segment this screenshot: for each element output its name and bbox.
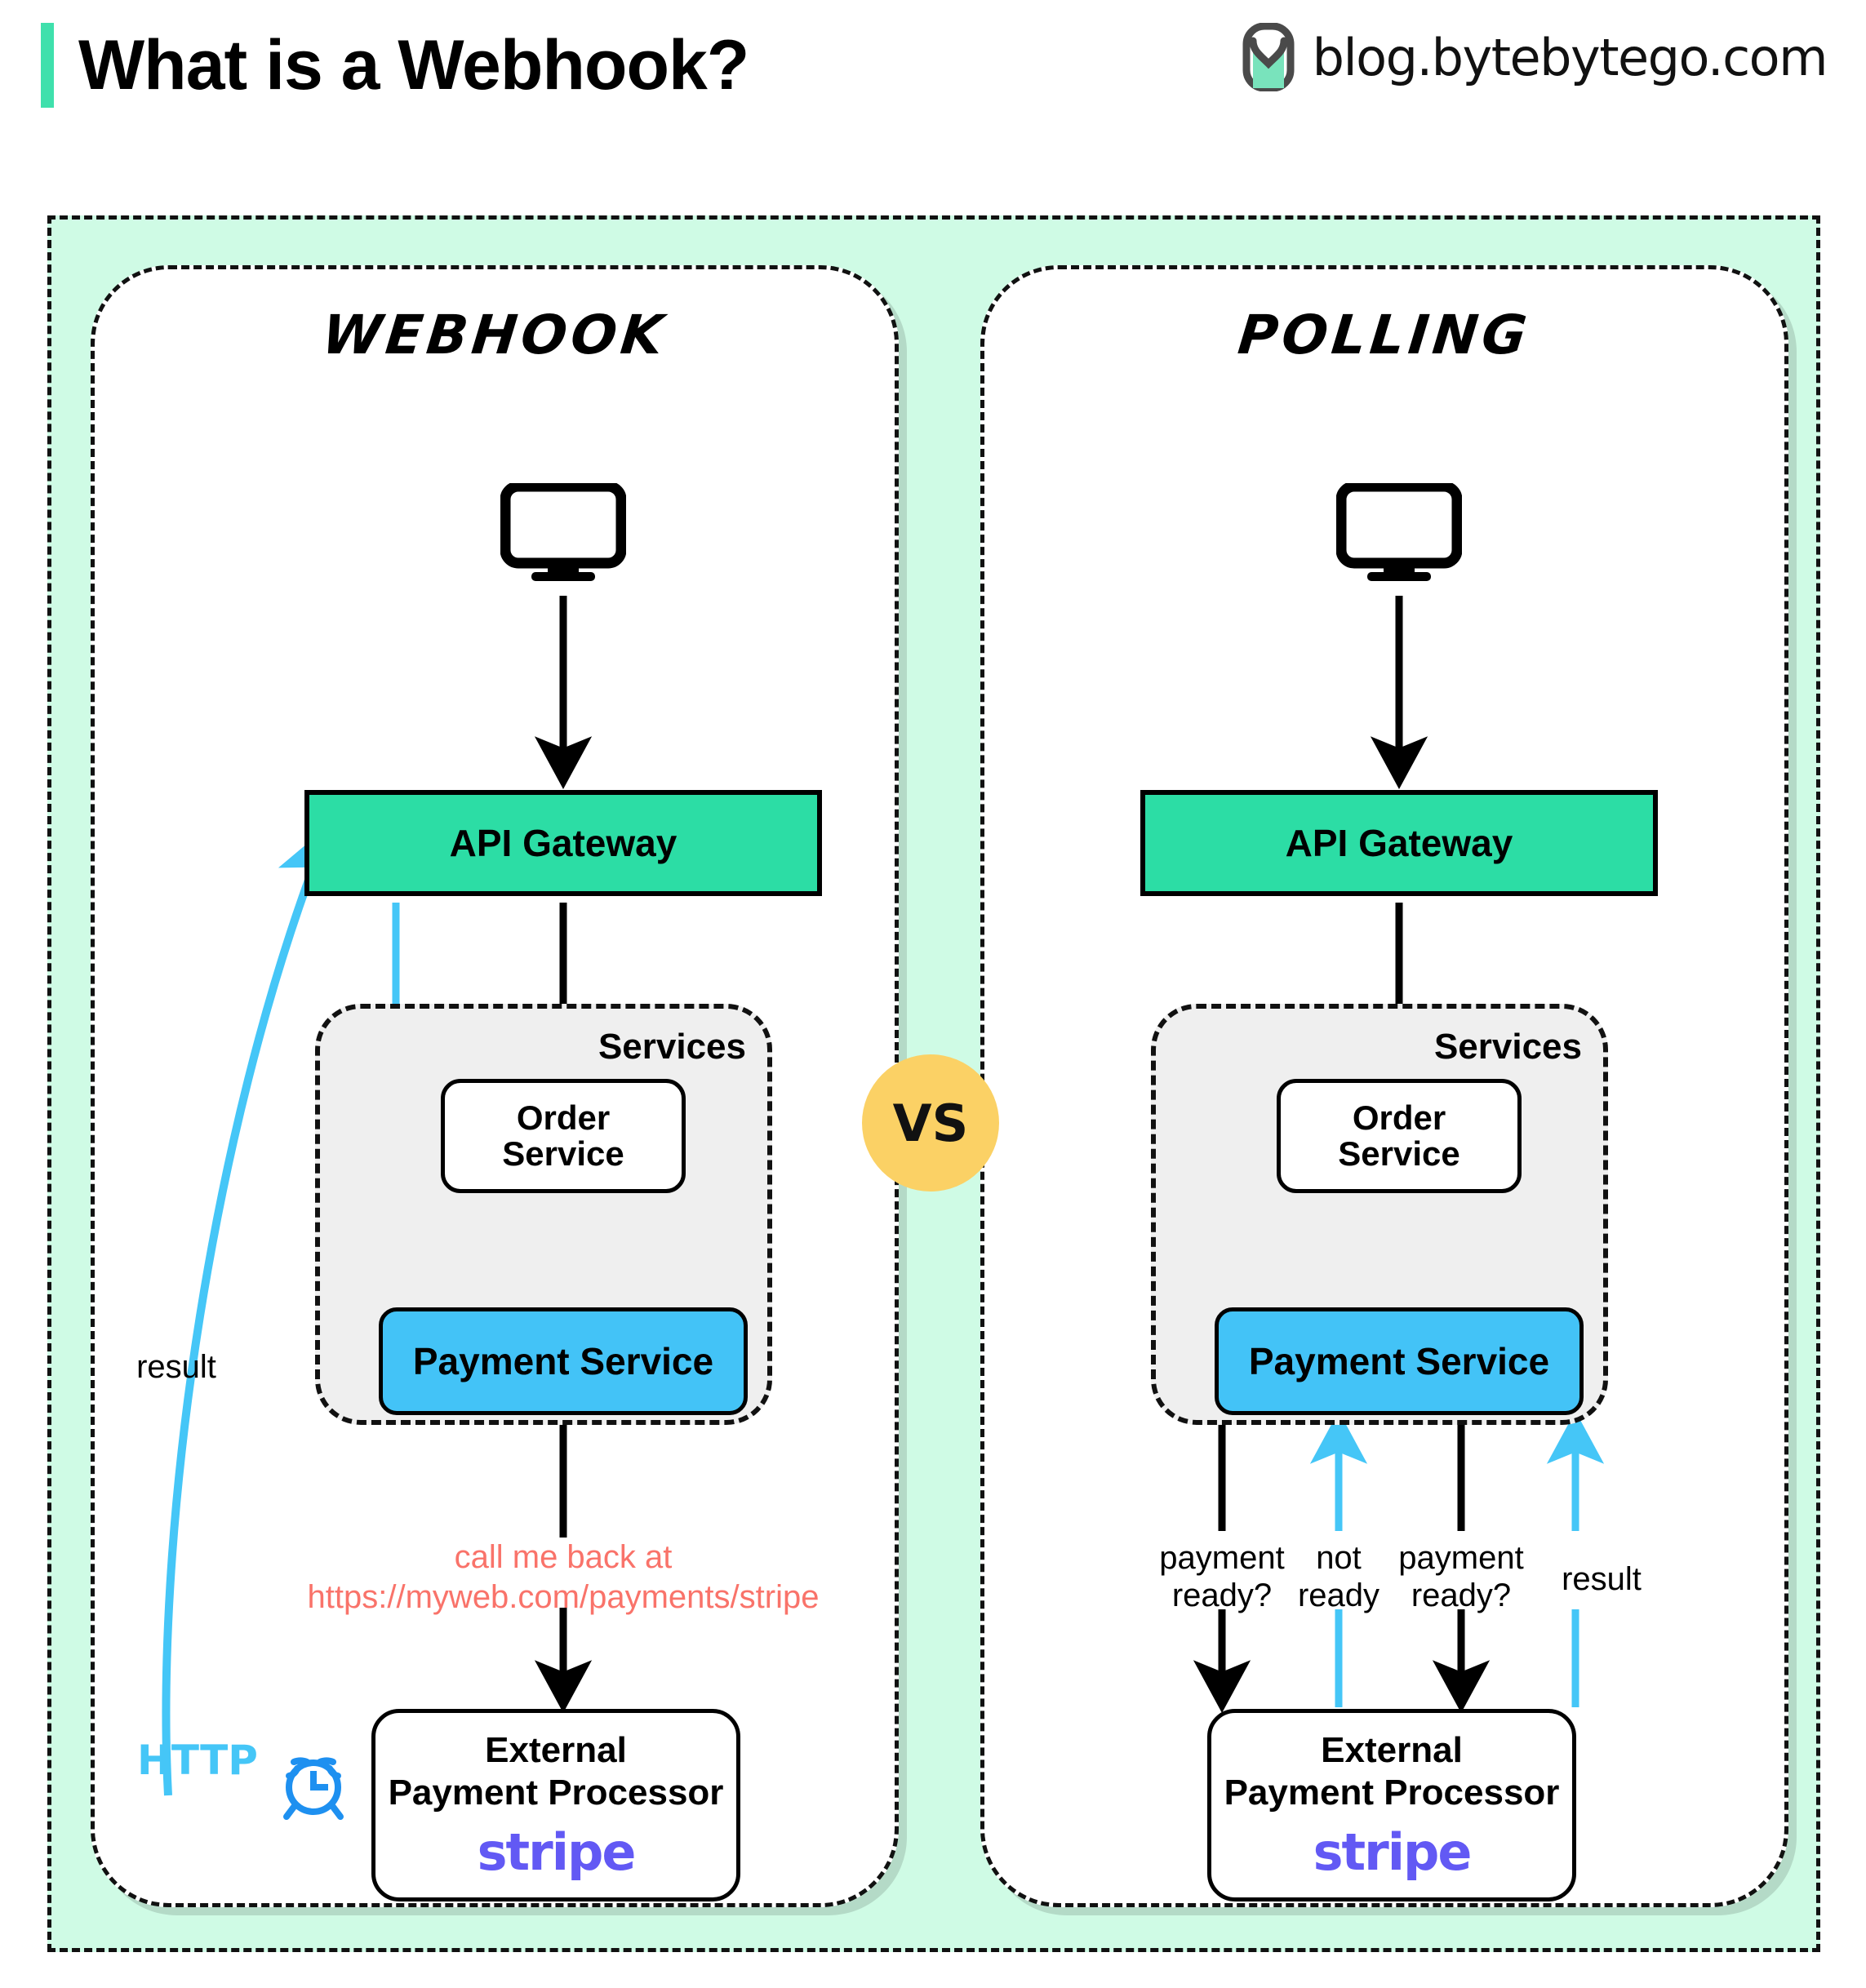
api-gateway-polling[interactable]: API Gateway [1140,790,1658,896]
brand-block: blog.bytebytego.com [1242,23,1828,91]
polling-edge-label-3: payment ready? [1398,1540,1524,1614]
order-service-webhook[interactable]: Order Service [441,1079,686,1193]
brand-url: blog.bytebytego.com [1312,27,1828,87]
ext-processor-line-1: External [1321,1730,1463,1771]
callback-line-2: https://myweb.com/payments/stripe [307,1578,820,1615]
services-label: Services [598,1027,746,1067]
callback-line-1: call me back at [454,1539,673,1575]
desktop-monitor-icon [1336,483,1462,581]
payment-service-webhook[interactable]: Payment Service [379,1307,748,1415]
title-accent-bar [41,23,54,108]
page-header: What is a Webhook? blog.bytebytego.com [0,0,1866,139]
webhook-heading: Webhook [319,304,670,366]
alarm-clock-icon [283,1757,344,1820]
api-gateway-webhook[interactable]: API Gateway [304,790,822,896]
stripe-logo: stripe [477,1822,637,1882]
ext-processor-line-2: Payment Processor [1224,1773,1560,1813]
payment-service-polling[interactable]: Payment Service [1215,1307,1584,1415]
webhook-callback-label: call me back at https://myweb.com/paymen… [308,1538,820,1617]
bytebytego-logo-icon [1242,23,1295,91]
polling-edge-label-2: not ready [1297,1540,1380,1614]
page-title: What is a Webhook? [78,26,749,104]
external-payment-processor-polling[interactable]: External Payment Processor stripe [1207,1709,1576,1901]
polling-edge-label-1: payment ready? [1159,1540,1285,1614]
webhook-result-label: result [136,1349,216,1385]
ext-processor-line-1: External [485,1730,627,1771]
vs-badge: VS [862,1054,999,1191]
ext-processor-line-2: Payment Processor [388,1773,724,1813]
polling-edge-label-4: result [1562,1561,1642,1597]
external-payment-processor-webhook[interactable]: External Payment Processor stripe [371,1709,740,1901]
http-label: HTTP [137,1737,258,1784]
desktop-monitor-icon [500,483,626,581]
polling-heading: Polling [1235,304,1534,366]
services-label: Services [1433,1027,1582,1067]
order-service-polling[interactable]: Order Service [1277,1079,1522,1193]
stripe-logo: stripe [1313,1822,1473,1882]
